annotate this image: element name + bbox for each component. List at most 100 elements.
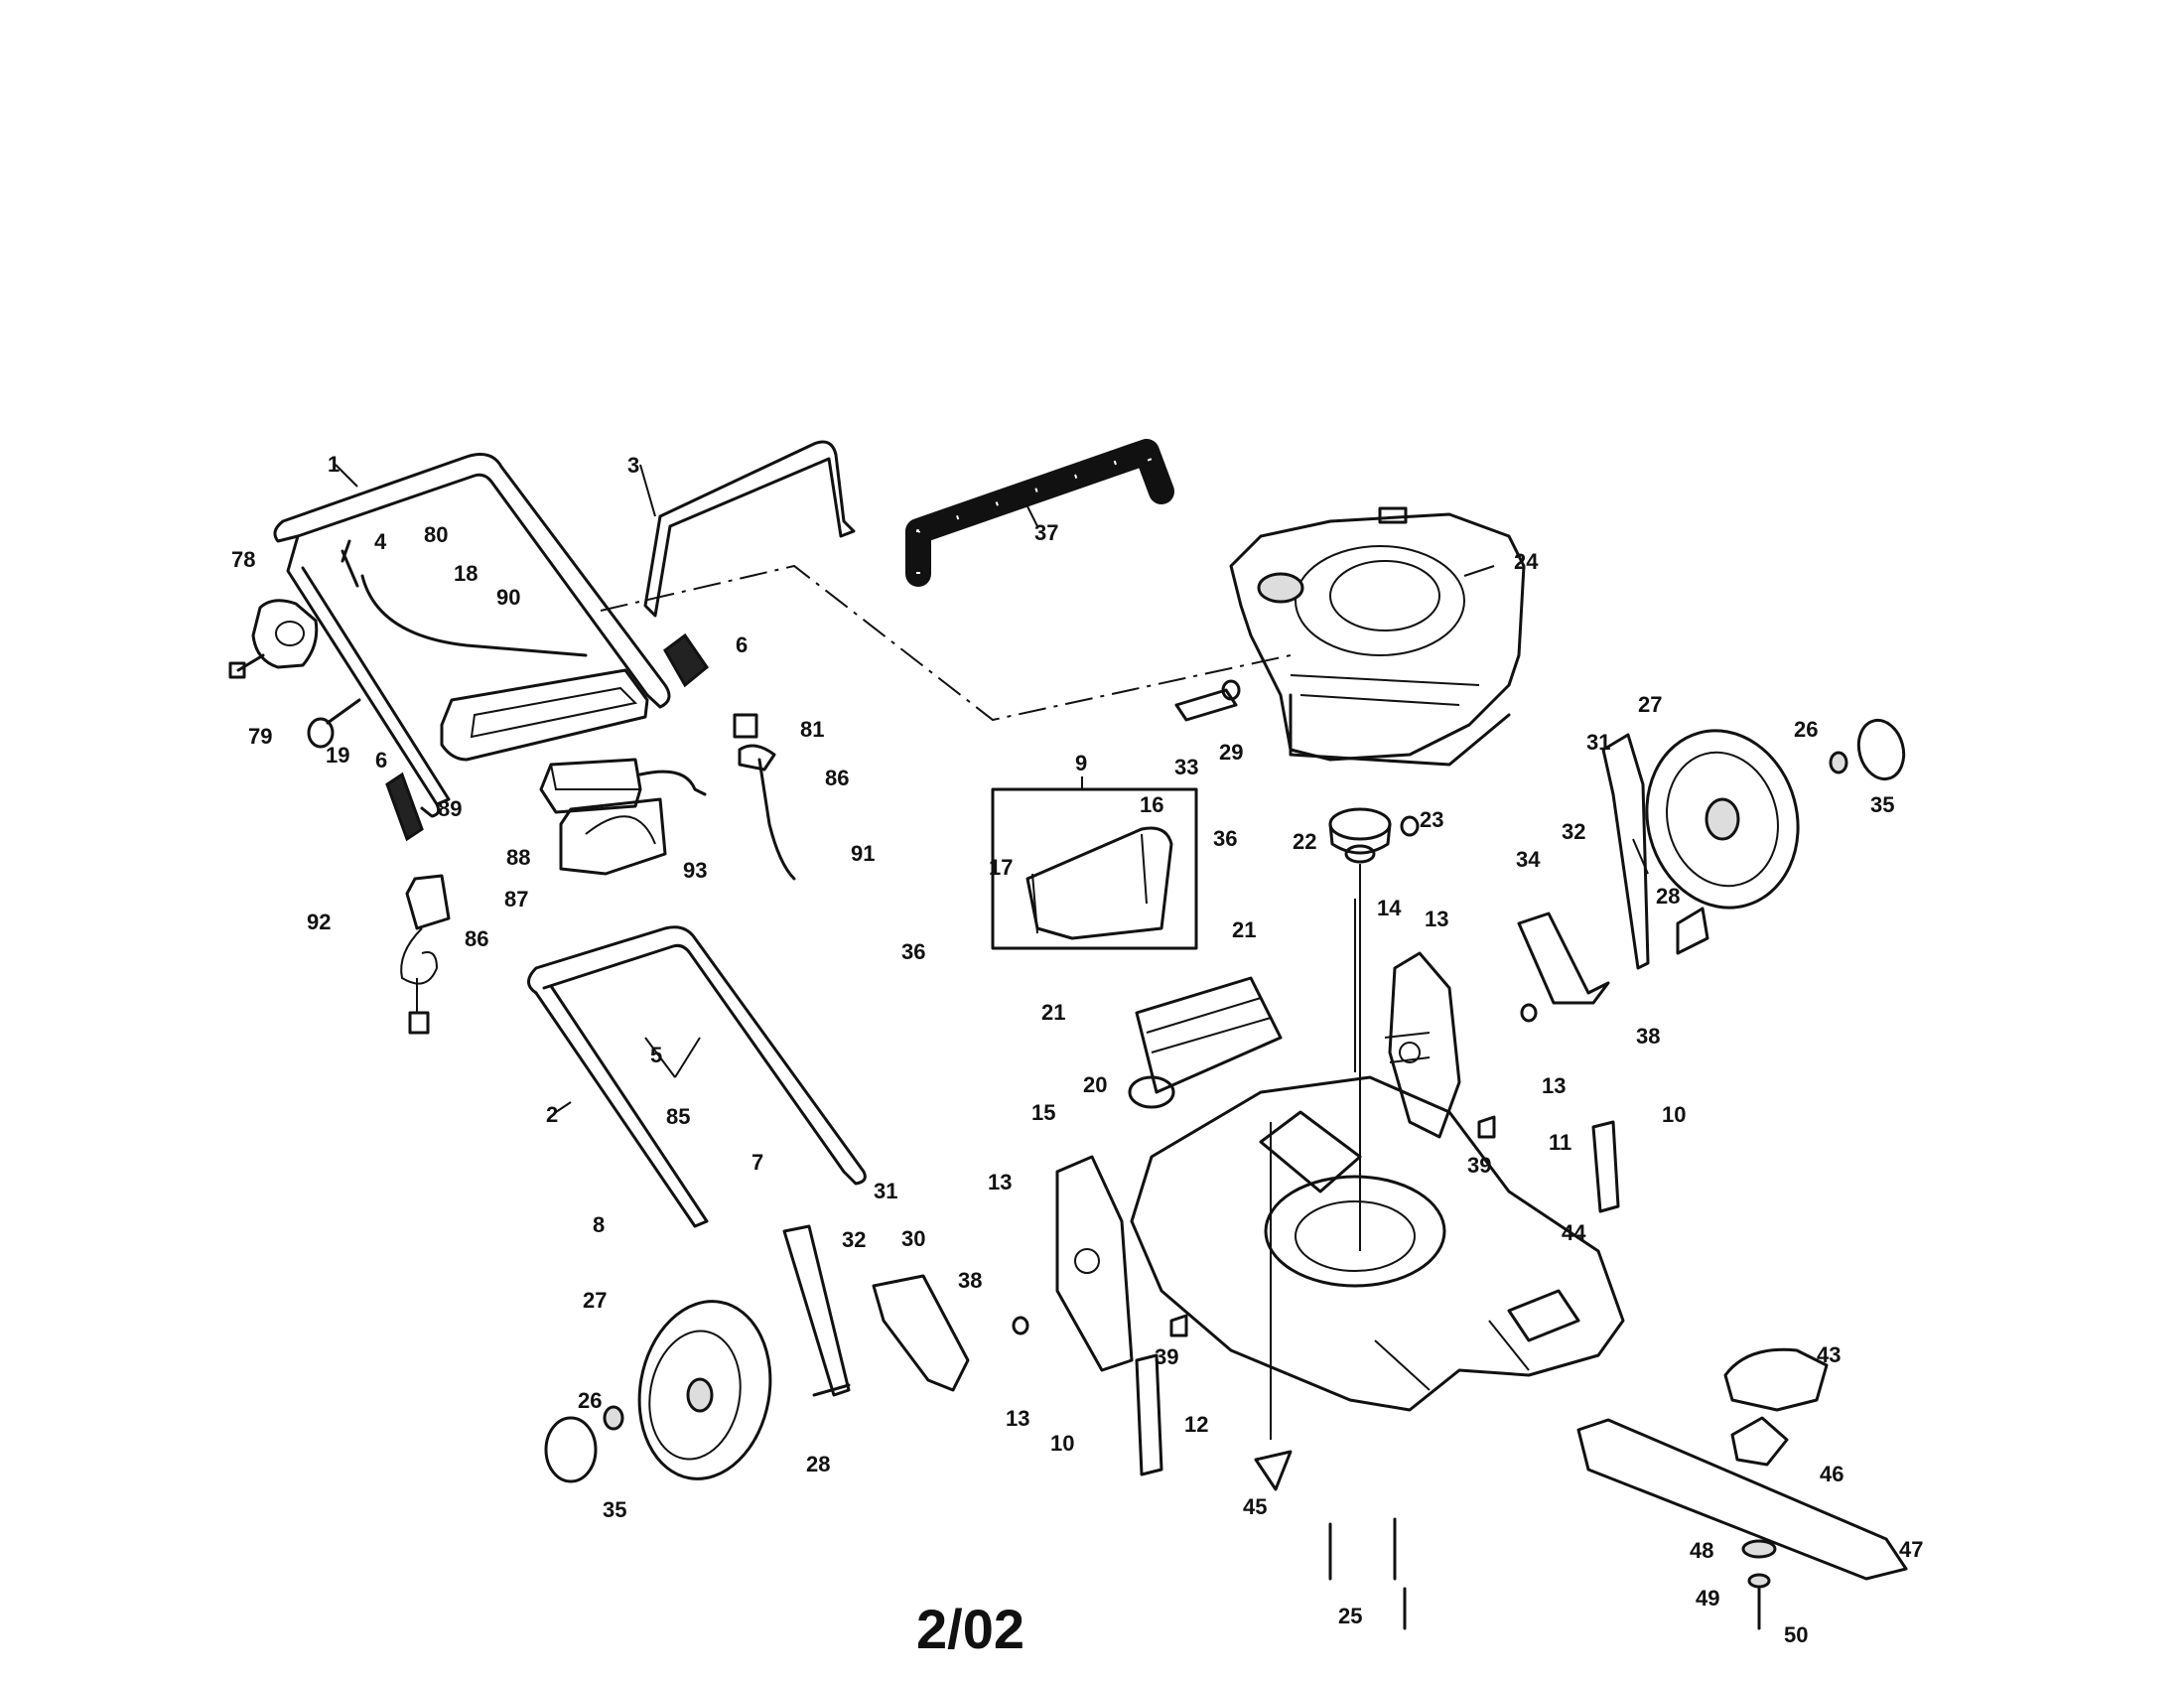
callout-4: 4 <box>374 529 387 554</box>
callout-13c: 13 <box>988 1170 1012 1194</box>
mower-deck <box>1130 1075 1625 1412</box>
callout-92: 92 <box>307 910 331 934</box>
throttle-bracket <box>1174 679 1241 722</box>
cable-clip-lower <box>385 772 424 842</box>
engine <box>1229 506 1526 767</box>
washers <box>1012 1003 1538 1337</box>
callout-6b: 6 <box>375 748 387 772</box>
callout-14: 14 <box>1377 896 1402 920</box>
callout-15: 15 <box>1031 1100 1055 1125</box>
callout-35: 35 <box>1870 792 1894 817</box>
callout-10: 10 <box>1662 1102 1686 1127</box>
callout-7: 7 <box>751 1150 763 1175</box>
callout-47: 47 <box>1899 1537 1923 1562</box>
callout-86: 86 <box>825 766 849 790</box>
callout-31b: 31 <box>874 1179 897 1203</box>
callout-12: 12 <box>1184 1412 1208 1437</box>
callout-90: 90 <box>496 585 520 610</box>
callout-8: 8 <box>593 1212 605 1237</box>
callout-13b: 13 <box>1542 1073 1566 1098</box>
callout-9: 9 <box>1075 751 1087 775</box>
callout-85: 85 <box>666 1104 690 1129</box>
callout-28b: 28 <box>806 1452 830 1476</box>
callout-32b: 32 <box>842 1227 866 1252</box>
callout-13d: 13 <box>1006 1406 1029 1431</box>
callout-25: 25 <box>1338 1604 1362 1628</box>
handle-grip <box>905 439 1174 587</box>
callout-38b: 38 <box>958 1268 982 1293</box>
callout-21: 21 <box>1232 917 1256 942</box>
callout-2: 2 <box>546 1102 558 1127</box>
callout-32: 32 <box>1562 819 1585 844</box>
callout-39: 39 <box>1467 1153 1491 1178</box>
callout-23: 23 <box>1420 807 1443 832</box>
callout-19: 19 <box>326 743 349 768</box>
handle-knob <box>228 599 319 679</box>
assembly-line <box>600 564 1292 722</box>
callout-44: 44 <box>1562 1220 1586 1245</box>
deck-bolts <box>1328 1517 1407 1630</box>
callout-48: 48 <box>1690 1538 1713 1563</box>
height-adjuster-right <box>1384 951 1461 1139</box>
callout-86b: 86 <box>465 926 488 951</box>
charger <box>400 874 451 1035</box>
callout-45: 45 <box>1243 1494 1267 1519</box>
cable-clip <box>663 632 710 688</box>
callout-33: 33 <box>1174 755 1198 779</box>
revision-date: 2/02 <box>916 1598 1024 1660</box>
callout-50: 50 <box>1784 1622 1808 1647</box>
callout-28: 28 <box>1656 884 1680 909</box>
callout-1: 1 <box>328 452 340 477</box>
wheel-cap-left <box>544 1405 624 1483</box>
wheel-right <box>1645 729 1800 910</box>
callout-87: 87 <box>504 887 528 912</box>
battery-box <box>559 797 667 876</box>
upper-handle <box>273 453 671 818</box>
callout-35b: 35 <box>603 1497 626 1522</box>
control-panel <box>440 668 649 762</box>
axle-left <box>782 1224 970 1397</box>
callout-27: 27 <box>1638 692 1662 717</box>
wheel-cap-right <box>1829 718 1906 781</box>
callout-39b: 39 <box>1155 1344 1178 1369</box>
callout-labels: 1 2 3 4 5 6 6 7 8 9 10 10 11 12 13 13 13… <box>231 452 1923 1647</box>
eye-bolt <box>307 698 361 749</box>
engine-pulley <box>1328 807 1420 864</box>
callout-36b: 36 <box>901 939 925 964</box>
rear-baffle <box>1128 976 1283 1109</box>
callout-26b: 26 <box>578 1388 602 1413</box>
callout-20: 20 <box>1083 1072 1107 1097</box>
callout-34: 34 <box>1516 847 1541 872</box>
callout-49: 49 <box>1696 1586 1719 1611</box>
callout-78: 78 <box>231 547 255 572</box>
callout-5: 5 <box>650 1043 662 1067</box>
callout-29: 29 <box>1219 740 1243 765</box>
leader-lines <box>335 464 1649 1113</box>
callout-27b: 27 <box>583 1288 607 1313</box>
control-bail <box>643 440 856 618</box>
callout-11: 11 <box>1549 1130 1571 1155</box>
callout-31: 31 <box>1586 730 1610 755</box>
callout-88: 88 <box>506 845 530 870</box>
callout-38: 38 <box>1636 1024 1660 1049</box>
height-adjuster-left <box>1055 1155 1134 1372</box>
blade-adapter <box>1723 1347 1829 1467</box>
callout-22: 22 <box>1293 829 1316 854</box>
callout-13: 13 <box>1425 907 1448 931</box>
callout-37: 37 <box>1034 520 1058 545</box>
callout-10b: 10 <box>1050 1431 1074 1456</box>
callout-26: 26 <box>1794 717 1818 742</box>
lower-handle <box>527 925 867 1228</box>
callout-79: 79 <box>248 724 272 749</box>
callout-81: 81 <box>800 717 824 742</box>
blade-hardware <box>1741 1539 1777 1630</box>
callout-6: 6 <box>736 632 748 657</box>
cutting-blade <box>1576 1418 1908 1581</box>
callout-16: 16 <box>1140 792 1163 817</box>
rear-flap <box>1135 1120 1620 1491</box>
callout-91: 91 <box>851 841 875 866</box>
callout-21b: 21 <box>1041 1000 1065 1025</box>
callout-17: 17 <box>989 855 1013 880</box>
callout-80: 80 <box>424 522 448 547</box>
